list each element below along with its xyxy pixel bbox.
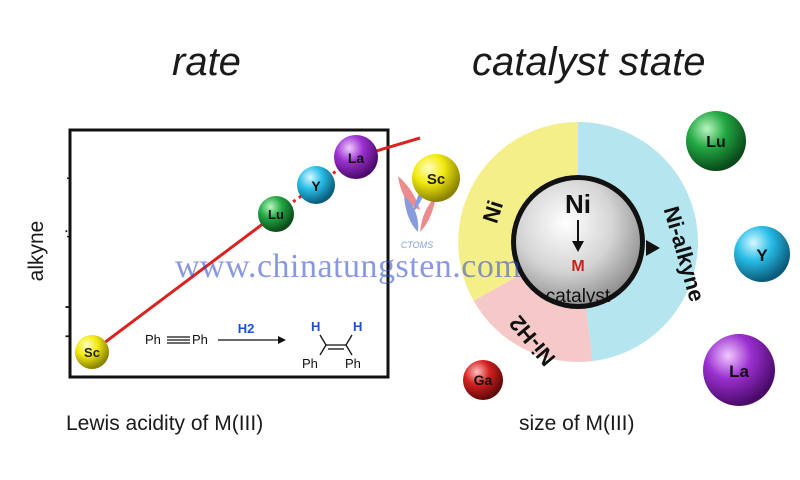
outer-sphere-label: Y [756, 246, 768, 265]
core-catalyst-label: catalyst [546, 286, 611, 307]
plot-sphere-lu: Lu [258, 196, 294, 232]
core-metal-label: M [571, 258, 584, 275]
plot-sphere-label: La [348, 150, 365, 166]
outer-sphere-label: Sc [427, 171, 445, 188]
reactant-left: Ph [145, 332, 161, 347]
logo-text: CTOMS [401, 240, 433, 250]
outer-sphere-ga: Ga [463, 360, 503, 400]
outer-sphere-y: Y [734, 226, 790, 282]
outer-sphere-lu: Lu [686, 111, 746, 171]
caption-size: size of M(III) [519, 412, 635, 435]
catalyst-core: Ni M catalyst [511, 175, 660, 309]
plot-sphere-la: La [334, 135, 378, 179]
plot-sphere-label: Sc [84, 345, 100, 360]
outer-sphere-label: Ga [474, 372, 493, 388]
caption-lewis-acidity: Lewis acidity of M(III) [66, 412, 264, 435]
ring-segment-ni-alkyne [578, 122, 698, 362]
product-h-left: H [311, 319, 320, 334]
ring-segment-ni [458, 122, 578, 301]
core-ni-label: Ni [565, 189, 591, 219]
product-h-right: H [353, 319, 362, 334]
outer-sphere-sc: Sc [412, 154, 460, 202]
reactant-right: Ph [192, 332, 208, 347]
outer-sphere-la: La [703, 334, 775, 406]
plot-sphere-label: Lu [268, 207, 284, 222]
heading-rate: rate [172, 40, 241, 84]
reaction-scheme: Ph Ph H2 H H Ph Ph [145, 319, 362, 371]
watermark: www.chinatungsten.com [175, 248, 522, 285]
product-ph-right: Ph [345, 356, 361, 371]
plot-sphere-sc: Sc [75, 335, 109, 369]
product-ph-left: Ph [302, 356, 318, 371]
catalyst-ring [458, 122, 698, 362]
reagent-h2: H2 [238, 321, 255, 336]
outer-sphere-label: La [729, 362, 749, 381]
trend-line-lower [91, 212, 277, 354]
heading-catalyst-state: catalyst state [472, 40, 706, 84]
plot-sphere-label: Y [311, 178, 321, 194]
outer-sphere-label: Lu [706, 134, 726, 151]
ring-segment-ni-h2 [473, 275, 593, 362]
plot-sphere-y: Y [297, 166, 335, 204]
